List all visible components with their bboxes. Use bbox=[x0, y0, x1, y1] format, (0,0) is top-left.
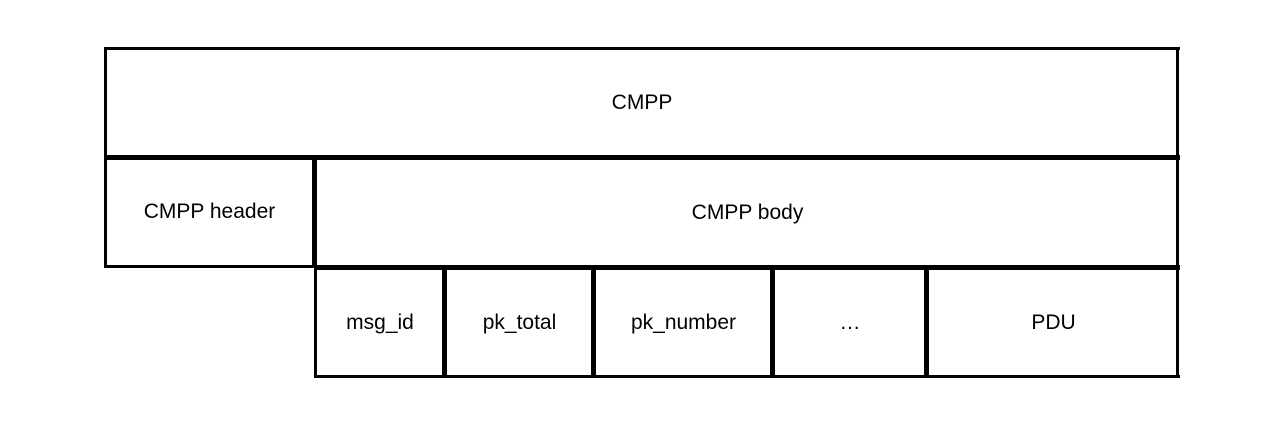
cmpp-label: CMPP bbox=[611, 90, 673, 114]
field-msg-id-label: msg_id bbox=[346, 311, 414, 334]
field-ellipsis-label: … bbox=[839, 311, 861, 334]
field-pk-total-box: pk_total bbox=[447, 269, 592, 377]
field-pk-number-box: pk_number bbox=[596, 269, 771, 377]
fields-bottom-border bbox=[314, 375, 1180, 378]
top-border bbox=[104, 47, 1180, 50]
cmpp-box: CMPP bbox=[106, 49, 1178, 156]
field-pk-number-label: pk_number bbox=[630, 311, 737, 334]
cmpp-header-box: CMPP header bbox=[106, 158, 313, 266]
field-separator-2 bbox=[591, 265, 596, 378]
field-separator-1 bbox=[442, 265, 447, 378]
field-ellipsis-box: … bbox=[775, 269, 925, 377]
field-msg-id-box: msg_id bbox=[317, 269, 443, 377]
divider-cmpp-row bbox=[104, 155, 1180, 160]
cmpp-header-label: CMPP header bbox=[143, 200, 276, 223]
field-separator-4 bbox=[924, 265, 929, 378]
divider-header-body bbox=[312, 155, 317, 268]
field-separator-3 bbox=[770, 265, 775, 378]
field-pk-total-label: pk_total bbox=[482, 311, 557, 334]
right-border bbox=[1176, 47, 1179, 378]
header-bottom-border bbox=[104, 265, 316, 268]
fields-left-border bbox=[314, 265, 317, 378]
divider-body-fields bbox=[314, 265, 1180, 270]
cmpp-body-box: CMPP body bbox=[317, 160, 1178, 266]
field-pdu-box: PDU bbox=[929, 269, 1178, 377]
cmpp-body-label: CMPP body bbox=[691, 201, 804, 224]
field-pdu-label: PDU bbox=[1031, 311, 1076, 334]
